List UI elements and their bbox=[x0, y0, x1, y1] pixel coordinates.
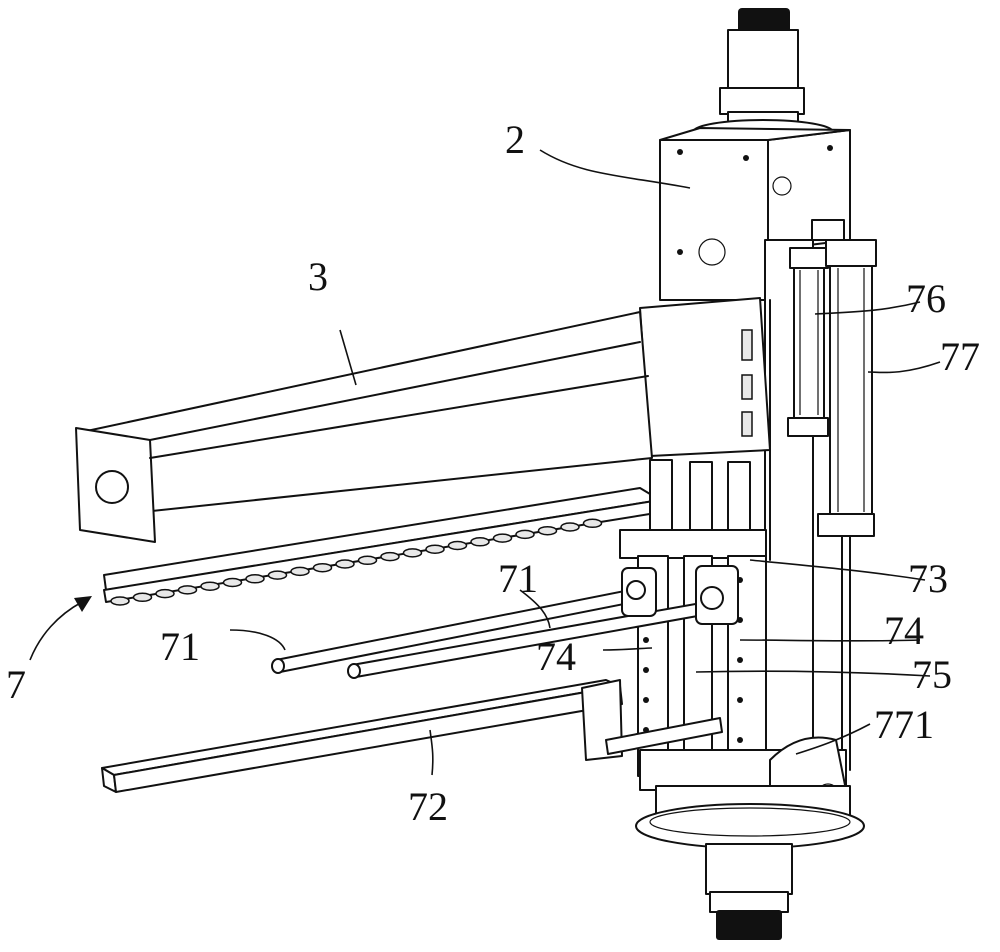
gripper-plate bbox=[103, 487, 663, 606]
suction-cups bbox=[110, 518, 603, 606]
rail-holes bbox=[643, 577, 743, 743]
label-3: 3 bbox=[308, 254, 328, 299]
label-72: 72 bbox=[408, 784, 448, 829]
suction-cup bbox=[380, 551, 400, 562]
top-spindle bbox=[692, 8, 834, 145]
bar-72 bbox=[101, 679, 723, 793]
suction-cup bbox=[245, 574, 265, 584]
label-7: 7 bbox=[6, 662, 26, 707]
label-71-upper: 71 bbox=[498, 556, 538, 601]
cylinder-77 bbox=[811, 219, 877, 771]
suction-cup bbox=[335, 559, 355, 569]
suction-cup bbox=[132, 592, 153, 603]
label-76: 76 bbox=[906, 276, 946, 321]
cylinder-76 bbox=[787, 247, 829, 437]
rail-hole bbox=[643, 637, 649, 643]
suction-cup bbox=[290, 566, 310, 577]
label-73: 73 bbox=[908, 556, 948, 601]
horizontal-arm bbox=[75, 297, 771, 543]
suction-cup bbox=[222, 577, 243, 588]
suction-cup bbox=[177, 585, 198, 595]
part-labels: 2 3 76 77 73 71 71 74 74 75 771 72 7 bbox=[6, 117, 980, 829]
suction-cup bbox=[492, 533, 513, 543]
rod-71-pair bbox=[271, 565, 739, 679]
rail-hole bbox=[737, 737, 743, 743]
bottom-flange bbox=[635, 785, 865, 940]
suction-cup bbox=[470, 537, 490, 547]
suction-cup bbox=[515, 529, 535, 540]
label-74-left: 74 bbox=[536, 634, 576, 679]
suction-cup bbox=[155, 588, 175, 599]
label-75: 75 bbox=[912, 652, 952, 697]
leader-lines bbox=[29, 149, 941, 776]
rail-hole bbox=[737, 657, 743, 663]
suction-cup bbox=[267, 570, 288, 580]
suction-cup bbox=[357, 555, 378, 566]
suction-cup bbox=[402, 548, 423, 558]
label-71-lower: 71 bbox=[160, 624, 200, 669]
label-2: 2 bbox=[505, 117, 525, 162]
suction-cup bbox=[425, 544, 445, 554]
suction-cup bbox=[560, 522, 580, 532]
suction-cup bbox=[200, 581, 220, 591]
suction-cup bbox=[312, 562, 333, 573]
label-74-right: 74 bbox=[884, 608, 924, 653]
suction-cup bbox=[537, 525, 558, 536]
slide-rails bbox=[649, 459, 751, 533]
label-77: 77 bbox=[940, 334, 980, 379]
suction-cup bbox=[582, 518, 603, 529]
suction-cup bbox=[447, 540, 468, 551]
rail-hole bbox=[643, 697, 649, 703]
label-771: 771 bbox=[874, 702, 934, 747]
rail-hole bbox=[643, 667, 649, 673]
rail-hole bbox=[737, 697, 743, 703]
suction-cup bbox=[110, 596, 130, 606]
